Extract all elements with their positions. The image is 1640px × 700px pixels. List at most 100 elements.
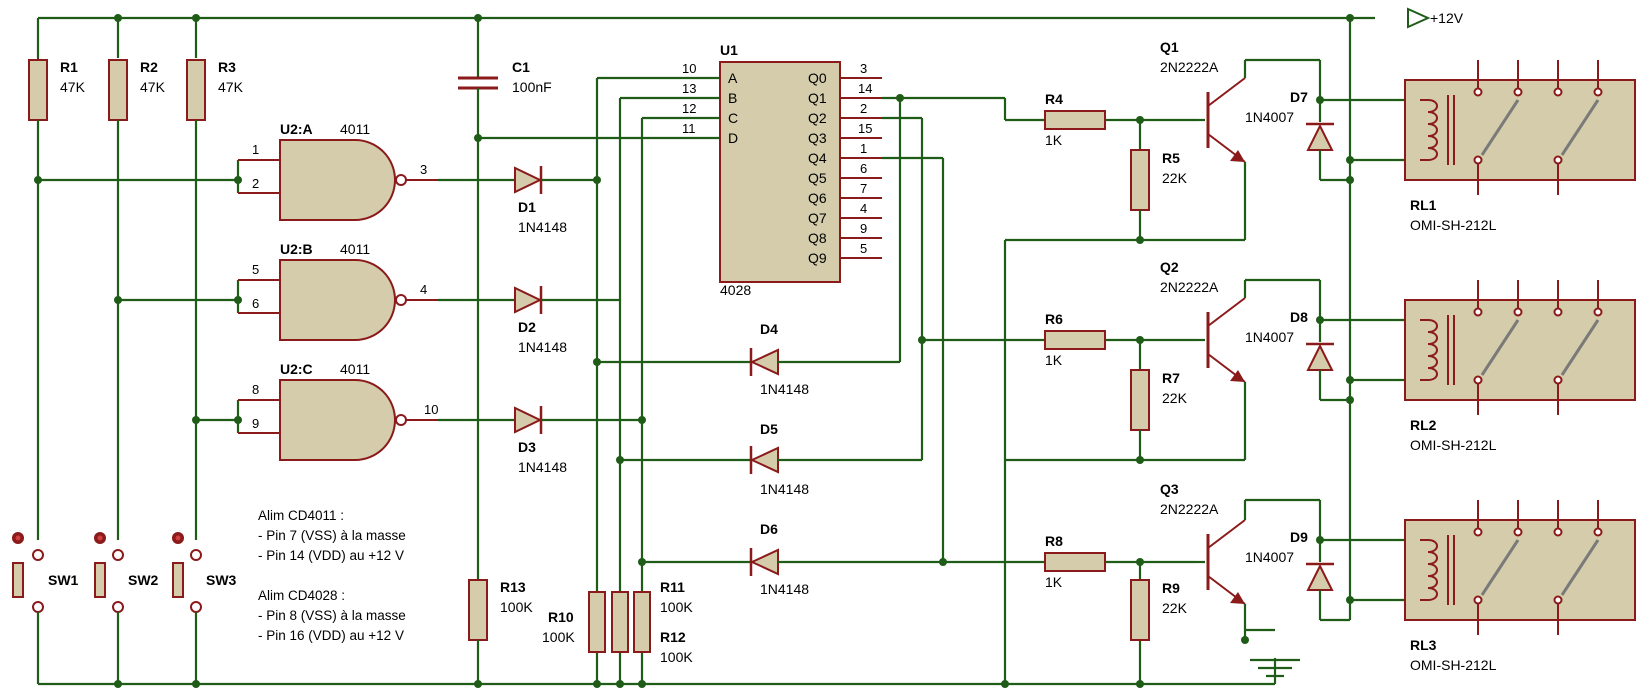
resistor-r8: R8 1K [1044, 533, 1195, 590]
svg-text:R6: R6 [1045, 311, 1063, 327]
svg-text:R8: R8 [1045, 533, 1063, 549]
svg-text:D2: D2 [518, 319, 536, 335]
svg-text:1N4148: 1N4148 [518, 339, 567, 355]
svg-text:4: 4 [860, 201, 867, 216]
svg-text:OMI-SH-212L: OMI-SH-212L [1410, 217, 1497, 233]
svg-text:6: 6 [860, 161, 867, 176]
svg-text:22K: 22K [1162, 600, 1188, 616]
diode-d2: D2 1N4148 [514, 286, 620, 355]
svg-text:5: 5 [252, 262, 259, 277]
svg-text:OMI-SH-212L: OMI-SH-212L [1410, 437, 1497, 453]
svg-text:Q3: Q3 [808, 130, 827, 146]
svg-text:R13: R13 [500, 579, 526, 595]
svg-text:R12: R12 [660, 629, 686, 645]
resistor-r12: R12 100K [633, 591, 693, 665]
svg-text:Q3: Q3 [1160, 481, 1179, 497]
svg-text:3: 3 [860, 61, 867, 76]
svg-text:C1: C1 [512, 59, 530, 75]
svg-text:R4: R4 [1045, 91, 1063, 107]
diode-d1: D1 1N4148 [514, 166, 601, 235]
resistor-r1: R1 47K [28, 58, 86, 540]
svg-text:4: 4 [420, 282, 427, 297]
relay-rl2: RL2 OMI-SH-212L [1346, 280, 1636, 453]
svg-text:D8: D8 [1290, 309, 1308, 325]
diode-d7: D7 1N4007 [1245, 89, 1420, 184]
svg-text:9: 9 [860, 221, 867, 236]
svg-text:Q7: Q7 [808, 210, 827, 226]
diode-d6: D6 1N4148 [642, 521, 1045, 597]
nand-gate-u2b: 5 6 4 U2:B 4011 [114, 241, 515, 341]
relay-rl3: RL3 OMI-SH-212L [1346, 500, 1636, 673]
svg-text:100nF: 100nF [512, 79, 552, 95]
svg-text:1K: 1K [1045, 352, 1063, 368]
svg-text:1: 1 [860, 141, 867, 156]
svg-text:7: 7 [860, 181, 867, 196]
svg-text:100K: 100K [542, 629, 575, 645]
svg-text:1: 1 [252, 142, 259, 157]
svg-text:100K: 100K [500, 599, 533, 615]
switch-sw3: SW3 [172, 532, 237, 684]
decoder-u1: U1 4028 10 13 12 11 A B C D Q0 Q1 Q2 Q3 … [682, 42, 882, 298]
svg-text:100K: 100K [660, 649, 693, 665]
svg-text:5: 5 [860, 241, 867, 256]
svg-text:Q6: Q6 [808, 190, 827, 206]
svg-text:R11: R11 [660, 579, 685, 595]
svg-text:14: 14 [858, 81, 872, 96]
note-line: - Pin 8 (VSS) à la masse [258, 608, 406, 623]
svg-text:D9: D9 [1290, 529, 1308, 545]
transistor-q1: Q1 2N2222A [1160, 39, 1322, 240]
emitter-ground-bus [1003, 236, 1275, 688]
svg-text:Q2: Q2 [1160, 259, 1179, 275]
svg-text:U1: U1 [720, 42, 738, 58]
svg-text:2: 2 [860, 101, 867, 116]
note-line: - Pin 7 (VSS) à la masse [258, 528, 406, 543]
resistor-r7: R7 22K [1130, 340, 1188, 460]
resistor-r2: R2 47K [108, 59, 166, 540]
svg-text:1N4007: 1N4007 [1245, 109, 1294, 125]
switch-sw2: SW2 [94, 532, 159, 684]
svg-text:U2:C: U2:C [280, 361, 313, 377]
svg-text:3: 3 [420, 162, 427, 177]
resistor-r9: R9 22K [1130, 562, 1188, 641]
svg-text:OMI-SH-212L: OMI-SH-212L [1410, 657, 1497, 673]
svg-text:2N2222A: 2N2222A [1160, 501, 1219, 517]
svg-text:Q9: Q9 [808, 250, 827, 266]
svg-text:6: 6 [252, 296, 259, 311]
note-line: - Pin 14 (VDD) au +12 V [258, 548, 404, 563]
svg-text:A: A [728, 70, 738, 86]
svg-text:R5: R5 [1162, 150, 1180, 166]
svg-text:9: 9 [252, 416, 259, 431]
svg-text:C: C [728, 110, 738, 126]
svg-text:R10: R10 [548, 609, 574, 625]
svg-text:D5: D5 [760, 421, 778, 437]
svg-text:Q5: Q5 [808, 170, 827, 186]
svg-text:D1: D1 [518, 199, 536, 215]
svg-text:R2: R2 [140, 59, 158, 75]
diode-d5: D5 1N4148 [620, 421, 922, 497]
resistor-r10: R10 100K [542, 591, 606, 653]
svg-text:4011: 4011 [340, 121, 370, 137]
svg-text:Q8: Q8 [808, 230, 827, 246]
svg-text:1N4148: 1N4148 [518, 459, 567, 475]
svg-text:4011: 4011 [340, 241, 370, 257]
svg-text:47K: 47K [60, 79, 86, 95]
diode-d9: D9 1N4007 [1245, 529, 1420, 622]
svg-text:RL1: RL1 [1410, 197, 1437, 213]
svg-text:47K: 47K [218, 79, 244, 95]
svg-text:1N4148: 1N4148 [760, 481, 809, 497]
svg-text:D3: D3 [518, 439, 536, 455]
decoder-input-bus [593, 76, 720, 684]
svg-text:1N4007: 1N4007 [1245, 329, 1294, 345]
power-notes: Alim CD4011 : - Pin 7 (VSS) à la masse -… [258, 508, 406, 643]
svg-text:1N4148: 1N4148 [760, 381, 809, 397]
note-line: Alim CD4028 : [258, 588, 345, 603]
svg-text:R9: R9 [1162, 580, 1180, 596]
nand-gate-u2a: 1 2 3 U2:A 4011 [34, 121, 515, 221]
diode-d3: D3 1N4148 [514, 406, 646, 475]
svg-text:1N4148: 1N4148 [518, 219, 567, 235]
svg-text:D4: D4 [760, 321, 778, 337]
svg-text:R7: R7 [1162, 370, 1180, 386]
svg-text:1N4007: 1N4007 [1245, 549, 1294, 565]
resistor-r4: R4 1K [1005, 91, 1195, 148]
